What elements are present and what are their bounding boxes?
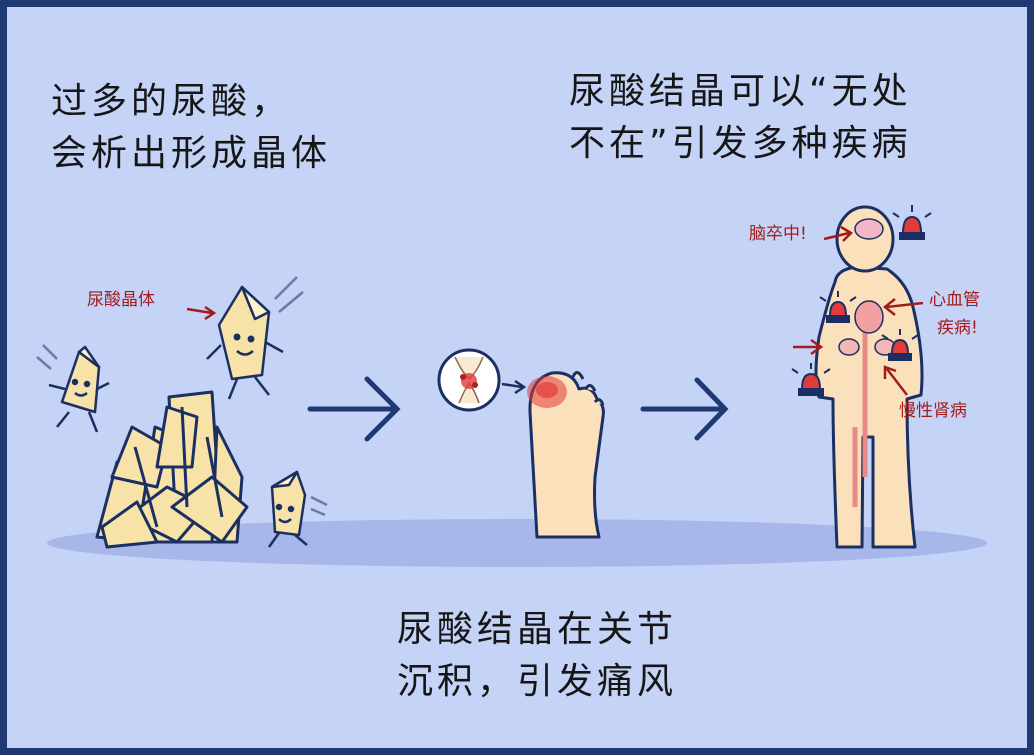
illustration-art [36, 205, 987, 567]
cardio-label-line1: 心血管 [929, 290, 980, 310]
gout-text-line1: 尿酸结晶在关节 [397, 609, 678, 650]
foot-icon [527, 371, 605, 539]
joint-icon [437, 348, 501, 412]
running-crystal-icon [206, 276, 304, 400]
crystal-label: 尿酸晶体 [87, 290, 155, 310]
cardio-label-line2: 疾病! [937, 318, 978, 338]
kidney-label: 慢性肾病 [899, 401, 967, 421]
arrow-right-icon [640, 377, 729, 441]
intro-text-line1: 过多的尿酸， [51, 81, 292, 122]
running-crystal-icon [267, 470, 328, 548]
spread-text-line1: 尿酸结晶可以“无处 [569, 71, 912, 112]
siren-icon [892, 205, 932, 240]
joint-pointer [501, 382, 523, 389]
gout-text-line2: 沉积，引发痛风 [397, 661, 678, 702]
siren-icon [791, 363, 831, 396]
body-pointers [793, 225, 924, 396]
running-crystal-icon [36, 344, 110, 433]
human-body-icon [814, 205, 924, 549]
crystal-cluster-icon [95, 390, 249, 549]
siren-icon [819, 291, 857, 323]
intro-text-line2: 会析出形成晶体 [51, 133, 332, 174]
spread-text-line2: 不在”引发多种疾病 [569, 123, 912, 164]
arrow-right-icon [307, 376, 401, 442]
label-pointer [186, 307, 213, 315]
siren-icon [881, 329, 919, 361]
stroke-label: 脑卒中! [749, 224, 807, 244]
